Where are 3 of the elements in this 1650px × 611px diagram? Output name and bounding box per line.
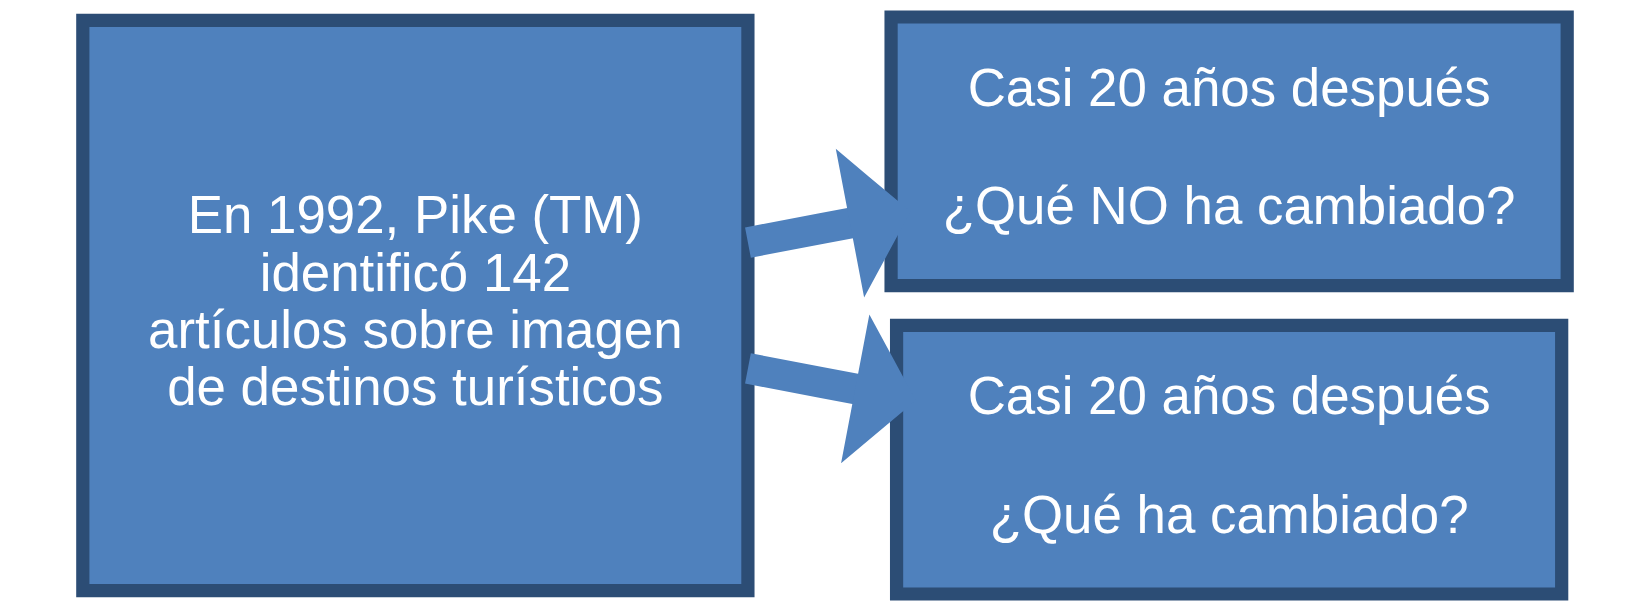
node-box: En 1992, Pike (TM) identificó 142 artículos sobre imagen de destinos turísticos xyxy=(76,13,755,598)
node-box: Casi 20 años después ¿Qué ha cambiado? xyxy=(889,318,1569,601)
node-box: Casi 20 años después ¿Qué NO ha cambiado? xyxy=(884,10,1574,293)
